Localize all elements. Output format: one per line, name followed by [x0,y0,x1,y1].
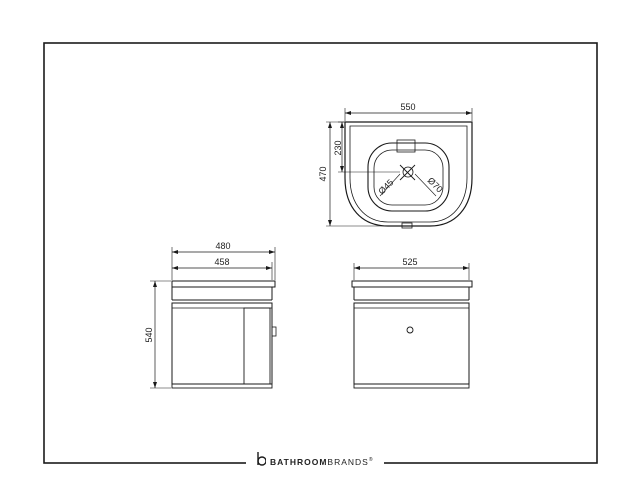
waste-diameter-label: Ø70 [426,175,445,194]
overflow-block [401,222,413,229]
dim-470-label: 470 [318,166,328,181]
brand-name-light: BRANDS [327,457,369,467]
side-view [150,247,277,389]
arrowhead [172,266,178,270]
brand-name-bold: BATHROOM [270,457,328,467]
arrowhead [354,266,360,270]
tap-diameter-leader [379,173,401,197]
side-top-rim [171,280,276,288]
front-view [351,263,473,389]
top-view-arrows [328,111,472,226]
arrowhead [345,111,351,115]
arrowhead [463,266,469,270]
arrowhead [340,166,344,172]
arrowhead [266,266,272,270]
side-view-arrows [153,250,275,388]
arrowhead [172,250,178,254]
brand-footer: BATHROOMBRANDS® [266,452,378,472]
basin-outer-outline [344,121,473,227]
tap-hole-block [396,139,416,153]
side-knob [271,326,277,337]
arrowhead [153,382,157,388]
waste-circle [402,166,414,178]
front-top-rim [351,280,473,288]
dim-525-label: 525 [402,257,417,267]
dim-540-label: 540 [144,327,154,342]
top-view [326,108,473,229]
basin-rim-outline [349,125,468,223]
dim-550-label: 550 [400,102,415,112]
dim-458-label: 458 [214,257,229,267]
front-knob [406,326,414,334]
front-view-arrows [354,266,469,270]
dim-230-label: 230 [333,140,343,155]
arrowhead [153,281,157,287]
tap-hole-diameter-label: Ø45 [376,177,395,196]
side-plinth [171,383,273,389]
arrowhead [328,122,332,128]
side-door-panel [243,307,271,385]
dim-480-label: 480 [215,241,230,251]
waste-cross-b [399,164,416,181]
arrowhead [466,111,472,115]
brand-name: BATHROOMBRANDS® [270,457,374,467]
front-cabinet [353,302,470,385]
front-plinth [353,383,470,389]
arrowhead [269,250,275,254]
arrowhead [340,122,344,128]
basin-bowl-outline [367,142,450,212]
brand-registered-mark: ® [368,457,374,464]
basin-bowl-inner [373,149,444,206]
arrowhead [328,220,332,226]
waste-diameter-leader [414,173,437,197]
side-cabinet [171,302,273,385]
drawing-frame [43,42,598,464]
